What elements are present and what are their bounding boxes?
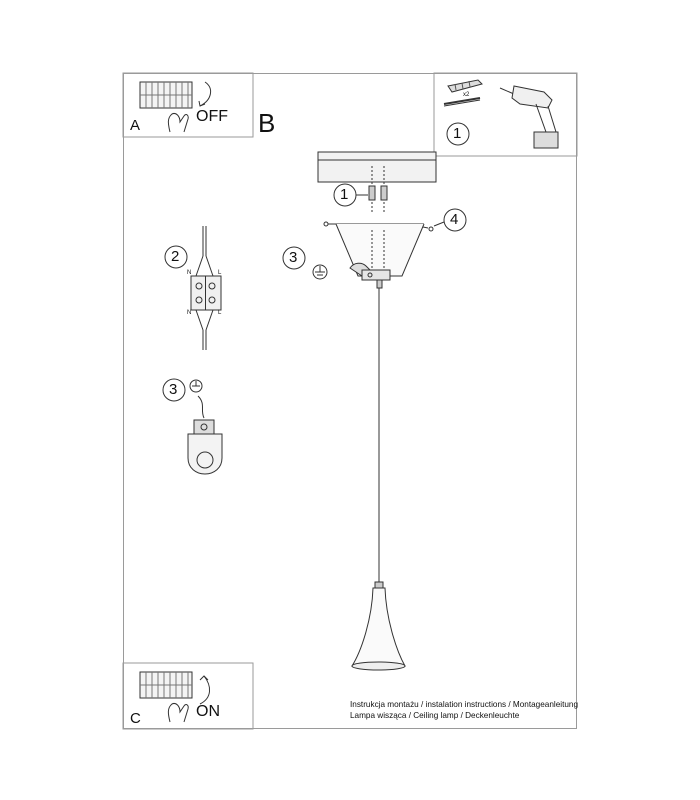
ground-symbol-icon bbox=[312, 264, 328, 280]
footer-line-1: Instrukcja montażu / instalation instruc… bbox=[350, 700, 579, 709]
panel-a-caption: OFF bbox=[196, 108, 228, 125]
panel-a-frame bbox=[122, 72, 254, 138]
callout-screws-circle bbox=[443, 208, 467, 232]
callout-ground-number: 3 bbox=[289, 249, 298, 266]
terminal-label-l-top: L bbox=[218, 270, 222, 276]
panel-b-letter: B bbox=[258, 108, 276, 138]
callout-circles bbox=[162, 122, 470, 402]
callout-wiring-circle bbox=[164, 245, 188, 269]
tools-quantity: x2 bbox=[463, 92, 470, 98]
terminal-label-n-bottom: N bbox=[187, 310, 192, 316]
callout-screws-number: 4 bbox=[450, 211, 459, 228]
callout-ground-detail-number: 3 bbox=[169, 381, 178, 398]
ground-clamp-detail bbox=[187, 379, 223, 475]
ceiling-block bbox=[317, 151, 437, 183]
wiring-diagram bbox=[190, 226, 222, 350]
breaker-off-icon bbox=[139, 81, 212, 133]
terminal-label-l-bottom: L bbox=[218, 310, 222, 316]
cable-grip bbox=[376, 279, 383, 289]
panel-a-letter: A bbox=[130, 117, 141, 134]
callout-tools-circle bbox=[446, 122, 470, 146]
panel-frames bbox=[122, 72, 578, 730]
callout-tools-number: 1 bbox=[453, 125, 462, 142]
footer-line-2: Lampa wisząca / Ceiling lamp / Deckenleu… bbox=[350, 711, 520, 720]
panel-tools-frame bbox=[433, 72, 578, 157]
canopy bbox=[335, 223, 425, 277]
dowel-screw-icon bbox=[443, 79, 483, 107]
drill-icon bbox=[499, 85, 559, 149]
lamp-shade bbox=[351, 581, 406, 671]
breaker-on-icon bbox=[139, 671, 210, 723]
panel-c-letter: C bbox=[130, 710, 141, 727]
panel-c-frame bbox=[122, 662, 254, 730]
terminal-block bbox=[349, 262, 391, 281]
panel-c-caption: ON bbox=[196, 703, 220, 720]
instruction-sheet bbox=[123, 73, 577, 729]
callout-wiring-number: 2 bbox=[171, 248, 180, 265]
callout-ground-detail-circle bbox=[162, 378, 186, 402]
callout-anchor-number: 1 bbox=[340, 186, 349, 203]
callout-ground-circle bbox=[282, 246, 306, 270]
terminal-label-n-top: N bbox=[187, 270, 192, 276]
ceiling-anchors bbox=[368, 166, 388, 212]
